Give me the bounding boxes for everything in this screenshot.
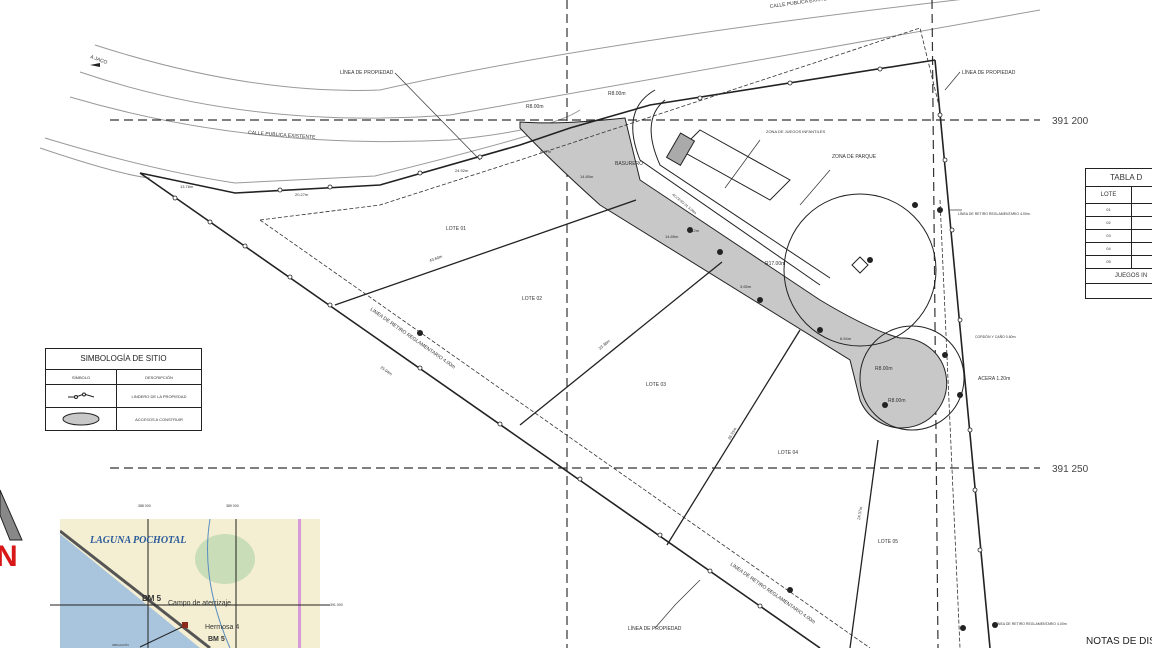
- park-circle: [783, 193, 937, 347]
- location-label: UBICACIÓN: [112, 642, 129, 647]
- setback-label: LÍNEA DE RETIRO REGLAMENTARIO 4.00m: [369, 306, 457, 370]
- access-road-area: [519, 117, 948, 429]
- property-line-symbol-icon: [46, 385, 117, 407]
- dimension-label: 14.80m: [580, 174, 594, 179]
- dimension-label: 26.91m: [727, 426, 738, 441]
- radius-label: R8.00m: [608, 91, 626, 97]
- legend-header-description: DESCRIPCIÓN: [145, 374, 173, 380]
- legend-description: ACCESOS A CONSTRUIR: [135, 416, 183, 422]
- notes-title: NOTAS DE DIS: [1086, 636, 1152, 647]
- bm-label: BM 5: [142, 594, 162, 603]
- setback-line: [939, 199, 961, 648]
- legend-description: LINDERO DE LA PROPIEDAD: [131, 393, 187, 399]
- property-nodes: [172, 66, 983, 609]
- north-letter: N: [0, 540, 18, 573]
- curb-line: [632, 89, 821, 286]
- playground-zone-label: ZONA DE JUEGOS INFANTILES: [766, 129, 825, 134]
- dimension-label: 3.65m: [740, 284, 752, 289]
- location-map: LAGUNA POCHOTAL BM 5 Campo de aterrizaje…: [60, 519, 320, 648]
- lot-table-header: LOTE: [1086, 187, 1132, 203]
- lot-line: [519, 261, 723, 426]
- lot-table-cell: 02: [1086, 217, 1132, 229]
- park-zone-label: ZONA DE PARQUE: [832, 154, 877, 160]
- street-label: CALLE PUBLICA EXISTENTE: [248, 130, 316, 141]
- setback-label: LÍNEA DE RETIRO REGLAMENTARIO 4.00m: [995, 622, 1067, 626]
- lot-table-footer: JUEGOS IN: [1086, 269, 1152, 284]
- dimension-label: 0.47m: [540, 149, 552, 154]
- arrow-icon: [90, 63, 100, 67]
- radius-label: R8.00m: [526, 104, 544, 110]
- dimension-label: 20.27m: [295, 192, 309, 197]
- sea-area: [60, 534, 200, 648]
- site-legend: SIMBOLOGÍA DE SITIO SÍMBOLO DESCRIPCIÓN …: [45, 348, 202, 431]
- to-jaco-label: A JACO: [89, 54, 108, 66]
- lot-label: LOTE 03: [646, 382, 666, 388]
- curb-line: [650, 99, 831, 279]
- radius-label: R17.00m: [765, 261, 785, 267]
- lot-label: LOTE 01: [446, 226, 466, 232]
- lot-label: LOTE 04: [778, 450, 798, 456]
- dimension-label: 6.54m: [840, 336, 852, 341]
- hermosa-label: Hermosa 4: [205, 624, 239, 631]
- setback-line: [259, 27, 941, 221]
- radius-label: R8.00m: [875, 366, 893, 372]
- dimension-label: 14.89m: [665, 234, 679, 239]
- legend-header-symbol: SÍMBOLO: [46, 370, 117, 384]
- setback-line: [259, 219, 871, 648]
- bm-label: BM 5: [208, 636, 225, 643]
- lot-table-cell: 04: [1086, 243, 1132, 255]
- fountain-shape: [851, 256, 869, 274]
- lot-table-title: TABLA D: [1086, 169, 1152, 187]
- property-line-label: LÍNEA DE PROPIEDAD: [628, 625, 682, 632]
- lot-line: [666, 329, 801, 546]
- dimension-label: 24.37m: [856, 506, 863, 521]
- survey-points: [417, 202, 998, 631]
- radius-label: R8.00m: [888, 398, 906, 404]
- north-arrow-icon: [0, 489, 23, 541]
- lot-table-cell: 01: [1086, 204, 1132, 216]
- lot-label: LOTE 02: [522, 296, 542, 302]
- dimension-label: 25.94m: [379, 365, 393, 377]
- dimension-label: 13.76m: [180, 184, 194, 189]
- landing-label: Campo de aterrizaje: [168, 600, 231, 607]
- lot-table-cell: 03: [1086, 230, 1132, 242]
- coordinate-label: 391 250: [1052, 464, 1089, 475]
- lot-line: [849, 439, 879, 648]
- dimension-label: 24.92m: [455, 168, 469, 173]
- existing-street: [39, 0, 1041, 184]
- dimension-label: 43.60m: [429, 253, 444, 262]
- lagoon-label: LAGUNA POCHOTAL: [89, 535, 186, 546]
- curb-label: CORDÓN Y CAÑO 0.60m: [975, 334, 1016, 339]
- lot-label: LOTE 05: [878, 539, 898, 545]
- property-line-label: LÍNEA DE PROPIEDAD: [340, 69, 394, 76]
- lot-line: [334, 199, 637, 306]
- street-label: CALLE PUBLICA EXISTENTE: [769, 0, 837, 10]
- dimension-label: 7.12m: [688, 228, 700, 233]
- grid-line-vertical: [931, 0, 939, 648]
- coordinate-label: 391 200: [1052, 116, 1089, 127]
- playground-equipment: [665, 132, 696, 166]
- sidewalk-label: ACERA 1.20m: [978, 376, 1010, 382]
- property-line-label: LÍNEA DE PROPIEDAD: [962, 69, 1016, 76]
- lot-table-cell: 05: [1086, 256, 1132, 268]
- dimension-label: 33.38m: [597, 338, 611, 351]
- setback-label: LÍNEA DE RETIRO REGLAMENTARIO 4.00m: [958, 212, 1030, 216]
- legend-title: SIMBOLOGÍA DE SITIO: [46, 349, 201, 370]
- lot-table: TABLA D LOTE 01 02 03 04 05 JUEGOS IN: [1085, 168, 1152, 299]
- basurero-label: BASURERO: [615, 161, 643, 167]
- gray-ellipse-symbol-icon: [46, 408, 117, 430]
